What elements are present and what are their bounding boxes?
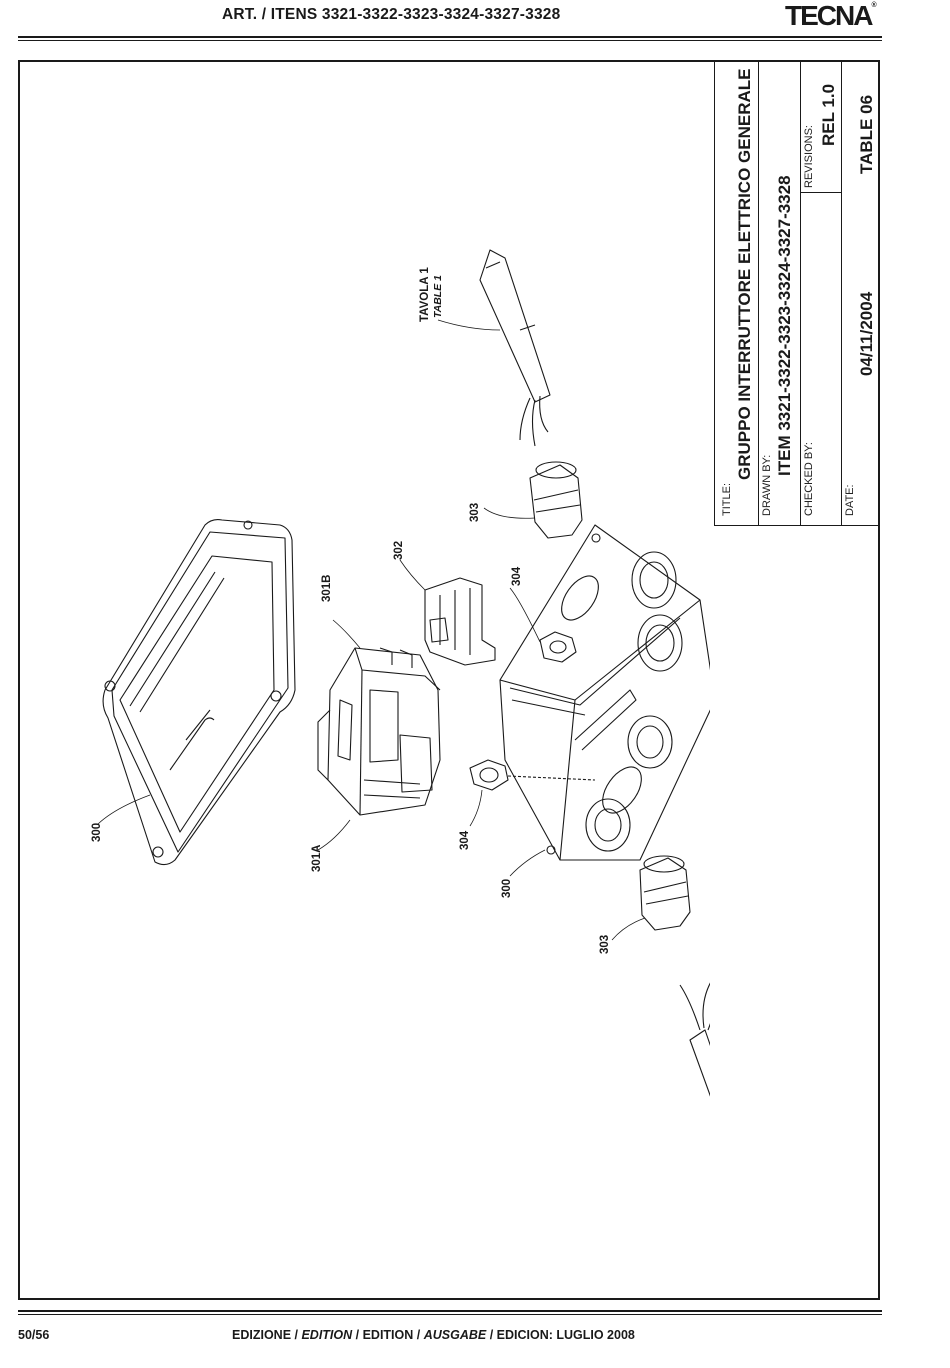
registered-mark: ®	[871, 1, 877, 9]
callout-301A: 301A	[311, 845, 323, 873]
item-numbers: ITEM 3321-3322-3323-3324-3327-3328	[775, 175, 794, 476]
callout-303-bottom: 303	[599, 935, 611, 954]
callout-302: 302	[393, 541, 405, 560]
tecna-logo: TECNA®	[785, 0, 877, 32]
checked-by-label: CHECKED BY:	[803, 442, 815, 516]
callout-304-left: 304	[459, 830, 471, 850]
callout-303-top: 303	[469, 503, 481, 522]
electric-cable	[479, 249, 710, 1097]
callout-300-cover: 300	[91, 823, 103, 842]
leader-lines	[97, 319, 646, 941]
table-number: TABLE 06	[857, 94, 876, 174]
drawing-frame	[18, 60, 880, 1300]
edition-part: EDIZIONE /	[232, 1328, 302, 1342]
tb-divider	[758, 62, 759, 525]
drawing-title: GRUPPO INTERRUTTORE ELETTRICO GENERALE	[735, 68, 754, 481]
revisions-label: REVISIONS:	[803, 125, 815, 188]
edition-part: / EDITION /	[352, 1328, 424, 1342]
edition-part: AUSGABE	[423, 1328, 487, 1342]
din-rail-bracket	[424, 577, 496, 666]
page-header-title: ART. / ITENS 3321-3322-3323-3324-3327-33…	[222, 6, 561, 23]
logo-text: TECNA	[785, 0, 873, 31]
footer-rule-thin	[18, 1314, 882, 1315]
callout-300-box: 300	[501, 879, 513, 898]
tb-divider	[841, 62, 842, 525]
date-value: 04/11/2004	[857, 291, 876, 376]
title-label: TITLE:	[721, 482, 733, 516]
circuit-breaker	[317, 647, 441, 816]
tb-divider	[800, 62, 801, 525]
cable-gland	[529, 461, 691, 931]
tb-divider	[800, 192, 841, 193]
page-number: 50/56	[18, 1328, 50, 1342]
footer-rule-thick	[18, 1310, 882, 1312]
header-rule-thick	[18, 36, 882, 38]
callout-304-right: 304	[511, 566, 523, 586]
edition-part: / EDICION: LUGLIO 2008	[486, 1328, 635, 1342]
edition-part: EDITION	[301, 1328, 353, 1342]
drawn-by-label: DRAWN BY:	[761, 454, 773, 516]
title-block: TITLE: GRUPPO INTERRUTTORE ELETTRICO GEN…	[714, 62, 880, 526]
reference-table-en: TABLE 1	[432, 275, 444, 318]
reference-table-it: TAVOLA 1	[419, 267, 431, 322]
exploded-view-drawing: 300 301A 301B 302 303 304 304 300 303 TA…	[91, 249, 710, 1097]
header-rule-thin	[18, 40, 882, 41]
callout-301B: 301B	[321, 575, 333, 603]
box-cover	[102, 519, 296, 866]
revision-value: REL 1.0	[819, 83, 838, 146]
enclosure-box	[499, 524, 710, 861]
lock-nut	[469, 631, 596, 791]
edition-line: EDIZIONE / EDITION / EDITION / AUSGABE /…	[232, 1328, 635, 1342]
date-label: DATE:	[844, 484, 856, 516]
